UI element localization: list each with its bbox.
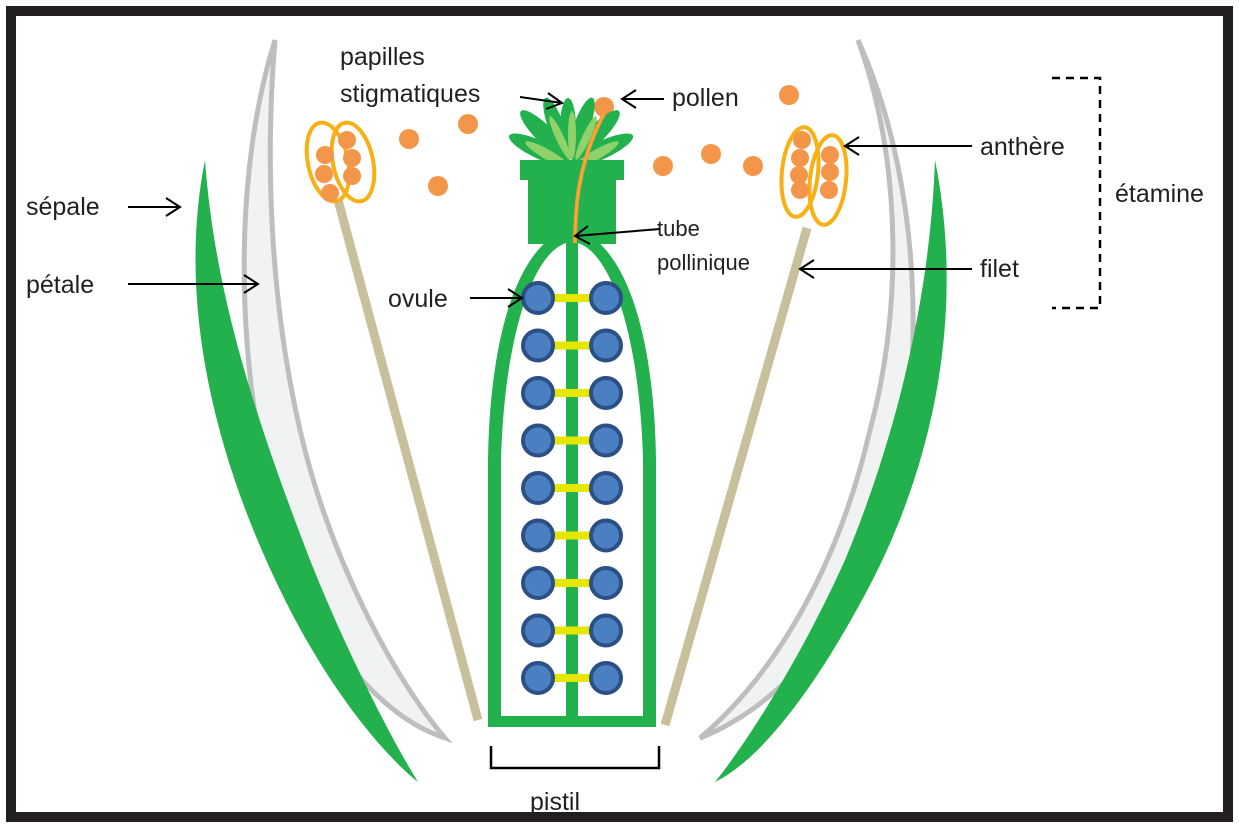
ovule: [523, 426, 553, 456]
funicle: [551, 627, 593, 635]
label-anthere: anthère: [980, 133, 1065, 161]
ovule: [523, 521, 553, 551]
label-tube-1: tube: [657, 216, 700, 241]
ovule: [591, 331, 621, 361]
funicle: [551, 342, 593, 350]
ovule: [523, 568, 553, 598]
label-papilles-2: stigmatiques: [340, 80, 480, 108]
label-papilles-1: papilles: [340, 43, 425, 71]
ovule: [591, 663, 621, 693]
ovule: [591, 568, 621, 598]
funicle: [551, 294, 593, 302]
ovule: [523, 378, 553, 408]
ovule: [523, 616, 553, 646]
ovule: [591, 378, 621, 408]
label-tube-2: pollinique: [657, 250, 750, 275]
label-pollen: pollen: [672, 84, 739, 112]
ovule: [591, 616, 621, 646]
ovule: [523, 283, 553, 313]
label-pistil: pistil: [530, 788, 580, 816]
funicle: [551, 532, 593, 540]
ovules: [523, 243, 621, 716]
ovule: [591, 426, 621, 456]
ovule: [523, 331, 553, 361]
label-ovule: ovule: [388, 285, 448, 313]
ovule: [523, 663, 553, 693]
ovule: [591, 473, 621, 503]
ovule: [591, 283, 621, 313]
label-etamine: étamine: [1115, 180, 1204, 208]
funicle: [551, 437, 593, 445]
funicle: [551, 579, 593, 587]
septum: [566, 243, 578, 716]
ovule: [591, 521, 621, 551]
ovule: [523, 473, 553, 503]
label-filet: filet: [980, 255, 1019, 283]
funicle: [551, 674, 593, 682]
label-sepale: sépale: [26, 193, 100, 221]
funicle: [551, 389, 593, 397]
label-petale: pétale: [26, 271, 94, 299]
funicle: [551, 484, 593, 492]
